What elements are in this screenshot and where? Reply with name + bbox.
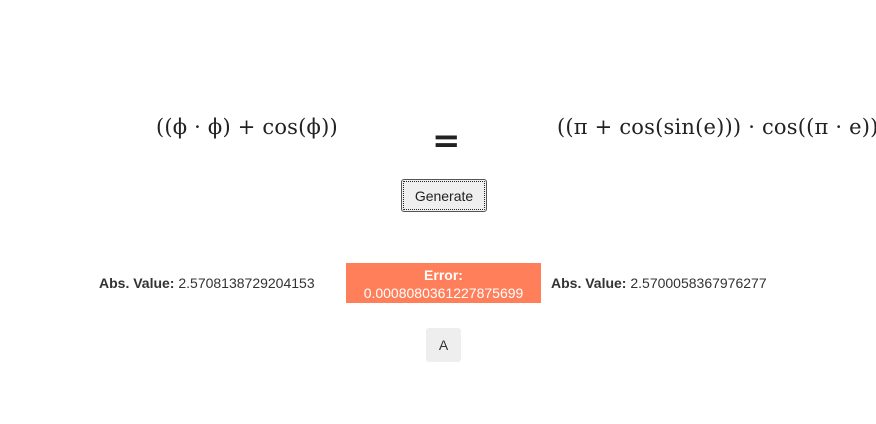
generate-button[interactable]: Generate xyxy=(401,179,487,212)
right-expression: ((π + cos(sin(e))) · cos((π · e))) xyxy=(557,115,876,139)
right-abs-value: Abs. Value: 2.5700058367976277 xyxy=(551,275,767,291)
left-abs-value-number: 2.5708138729204153 xyxy=(178,275,315,291)
right-abs-value-number: 2.5700058367976277 xyxy=(630,275,767,291)
a-button[interactable]: A xyxy=(426,328,461,362)
left-expression: ((ϕ · ϕ) + cos(ϕ)) xyxy=(156,115,338,139)
error-box: Error: 0.0008080361227875699 xyxy=(346,263,541,303)
left-abs-value-label: Abs. Value: xyxy=(99,275,175,291)
error-value: 0.0008080361227875699 xyxy=(363,285,524,301)
right-abs-value-label: Abs. Value: xyxy=(551,275,627,291)
equals-sign: = xyxy=(432,121,461,161)
left-abs-value: Abs. Value: 2.5708138729204153 xyxy=(99,275,315,291)
error-label: Error: xyxy=(424,267,463,283)
